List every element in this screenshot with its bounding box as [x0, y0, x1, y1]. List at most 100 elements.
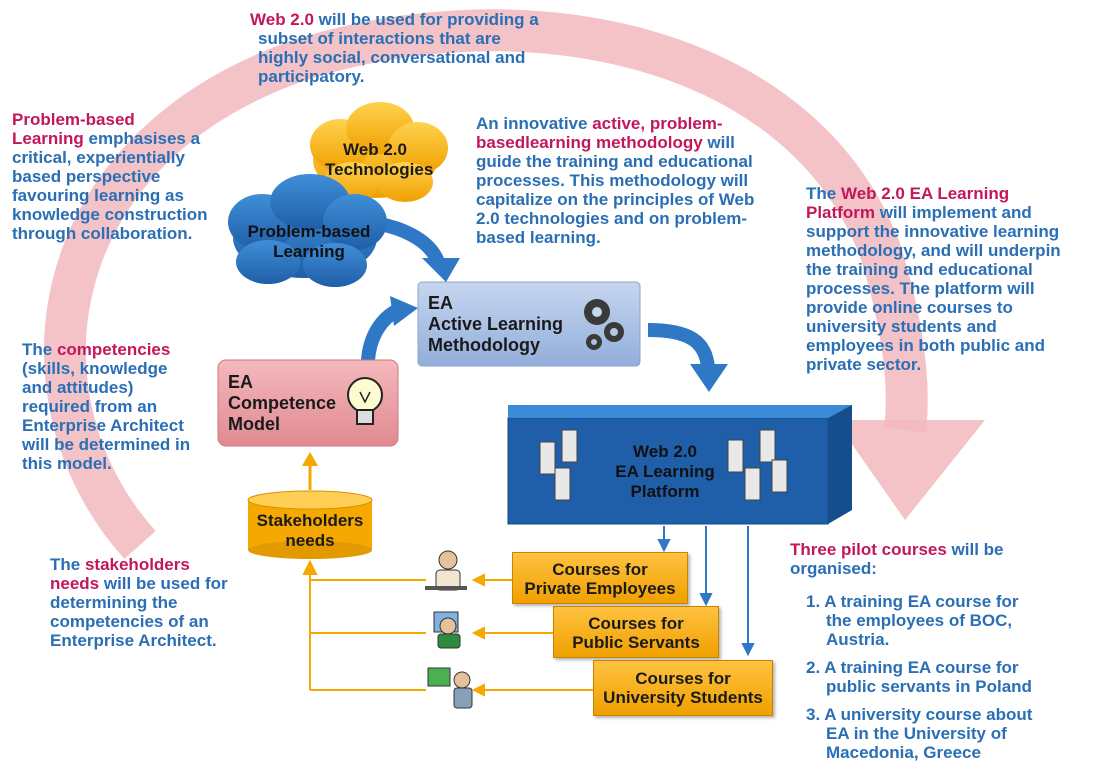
- stakeholders-line1a: The: [50, 555, 85, 574]
- platform-desc-line2a: Platform: [806, 203, 875, 222]
- competencies-line6: will be determined in: [22, 435, 191, 454]
- ea-competence-label: EA Competence Model: [228, 372, 336, 435]
- pbl-highlight1: Problem-based: [12, 110, 135, 129]
- stakeholders-line2a: needs: [50, 574, 100, 593]
- arrow-head-2: [390, 296, 418, 326]
- pilot-line1: will be: [946, 540, 1004, 559]
- pbl-cloud-label: Problem-based Learning: [236, 222, 382, 262]
- pilot-item-line3: Austria.: [826, 630, 890, 649]
- pbl-line4: based perspective: [12, 167, 161, 186]
- method-line1a: An innovative: [476, 114, 593, 133]
- competencies-line5: Enterprise Architect: [22, 416, 184, 435]
- pilot-item-number: 2.: [806, 658, 821, 677]
- arrow-head-orange-up: [302, 452, 318, 466]
- pilot-item-line3: Macedonia, Greece: [826, 743, 981, 762]
- course-private-line1: Courses for: [552, 560, 648, 579]
- pbl-highlight2: Learning: [12, 129, 84, 148]
- pbl-line2: emphasises a: [83, 129, 201, 148]
- pilot-item-number: 3.: [806, 705, 821, 724]
- platform-desc-line4: methodology, and will underpin: [806, 241, 1061, 260]
- pbl-line7: through collaboration.: [12, 224, 193, 243]
- ea-method-line2: Active Learning: [428, 314, 564, 334]
- method-line7: based learning.: [476, 228, 601, 247]
- platform-desc-line9: employees in both public and: [806, 336, 1045, 355]
- feedback-lines: [302, 559, 593, 697]
- platform-desc-line2b: will implement and: [874, 203, 1032, 222]
- pilot-item: 1. A training EA course for the employee…: [806, 592, 1032, 649]
- course-public-servants: Courses for Public Servants: [553, 606, 719, 658]
- cycle-arc: [43, 9, 928, 560]
- stakeholders-db-line1: Stakeholders: [256, 511, 364, 530]
- competencies-line3: and attitudes): [22, 378, 134, 397]
- ea-method-line1: EA: [428, 293, 454, 313]
- stakeholders-db-line2: needs: [285, 531, 335, 550]
- competencies-line1b: competencies: [56, 340, 171, 359]
- platform-desc-line8: university students and: [806, 317, 997, 336]
- arrow-head-3: [690, 364, 728, 392]
- ea-method-label: EA Active Learning Methodology: [428, 293, 563, 356]
- platform-line2: EA Learning: [615, 462, 715, 481]
- method-line1b: active, problem-: [592, 114, 723, 133]
- pilot-item: 3. A university course about EA in the U…: [806, 705, 1032, 762]
- competencies-description: The competencies (skills, knowledge and …: [22, 340, 190, 473]
- platform-box-label: Web 2.0 EA Learning Platform: [590, 442, 740, 502]
- platform-desc-line1b: Web 2.0 EA Learning: [840, 184, 1010, 203]
- platform-description: The Web 2.0 EA Learning Platform will im…: [806, 184, 1061, 374]
- gears-icon: [584, 299, 624, 350]
- pbl-line5: favouring learning as: [12, 186, 184, 205]
- pilot-item: 2. A training EA course for public serva…: [806, 658, 1032, 696]
- pilot-item-line1: A training EA course for: [824, 592, 1019, 611]
- pbl-line6: knowledge construction: [12, 205, 208, 224]
- ea-competence-line3: Model: [228, 414, 280, 434]
- method-line5: capitalize on the principles of Web: [476, 190, 755, 209]
- method-description: An innovative active, problem- basedlear…: [476, 114, 754, 247]
- arrow-method-to-platform: [647, 323, 715, 369]
- ea-competence-box: [217, 359, 399, 447]
- web20-cloud: [310, 102, 448, 202]
- pbl-cloud-line2: Learning: [273, 242, 345, 261]
- pilot-item-line1: A university course about: [824, 705, 1033, 724]
- person-icon-students: [427, 667, 473, 709]
- stakeholders-line4: competencies of an: [50, 612, 209, 631]
- method-line6: 2.0 technologies and on problem-: [476, 209, 748, 228]
- stakeholders-db: [247, 490, 373, 559]
- method-line2b: will: [702, 133, 735, 152]
- ea-method-line3: Methodology: [428, 335, 540, 355]
- course-public-line2: Public Servants: [572, 633, 700, 652]
- person-icon-public: [433, 611, 461, 649]
- web20-description: Web 2.0 will be used for providing a sub…: [250, 10, 539, 86]
- pbl-cloud: [228, 174, 387, 287]
- course-university-line2: University Students: [603, 688, 763, 707]
- server-icons-right: [727, 429, 788, 501]
- stakeholders-line1b: stakeholders: [84, 555, 190, 574]
- pilot-highlight: Three pilot courses: [790, 540, 947, 559]
- arrow-head-1: [422, 258, 460, 282]
- stakeholders-line5: Enterprise Architect.: [50, 631, 217, 650]
- course-private-line2: Private Employees: [524, 579, 676, 598]
- platform-desc-line1a: The: [806, 184, 841, 203]
- competencies-line1a: The: [22, 340, 57, 359]
- pbl-cloud-line1: Problem-based: [247, 222, 371, 241]
- platform-desc-line5: the training and educational: [806, 260, 1033, 279]
- person-icon-private: [425, 550, 467, 591]
- pbl-description: Problem-based Learning emphasises a crit…: [12, 110, 208, 243]
- web20-line3: highly social, conversational and: [258, 48, 526, 67]
- stakeholders-db-label: Stakeholders needs: [248, 511, 372, 551]
- server-icons-left: [539, 429, 578, 501]
- course-university-students: Courses for University Students: [593, 660, 773, 716]
- stakeholders-line2b: will be used for: [99, 574, 228, 593]
- web20-line1: will be used for providing a: [313, 10, 539, 29]
- method-line3: guide the training and educational: [476, 152, 753, 171]
- stakeholders-description: The stakeholders needs will be used for …: [50, 555, 228, 650]
- cycle-arc-arrowhead: [835, 420, 985, 520]
- lightbulb-icon: [347, 377, 383, 425]
- pilot-list: 1. A training EA course for the employee…: [806, 592, 1032, 771]
- platform-desc-line6: processes. The platform will: [806, 279, 1035, 298]
- web20-cloud-line1: Web 2.0: [343, 140, 407, 159]
- platform-line1: Web 2.0: [633, 442, 697, 461]
- web20-line2: subset of interactions that are: [258, 29, 501, 48]
- web20-highlight: Web 2.0: [250, 10, 314, 29]
- pilot-item-number: 1.: [806, 592, 821, 611]
- ea-competence-line2: Competence: [228, 393, 337, 413]
